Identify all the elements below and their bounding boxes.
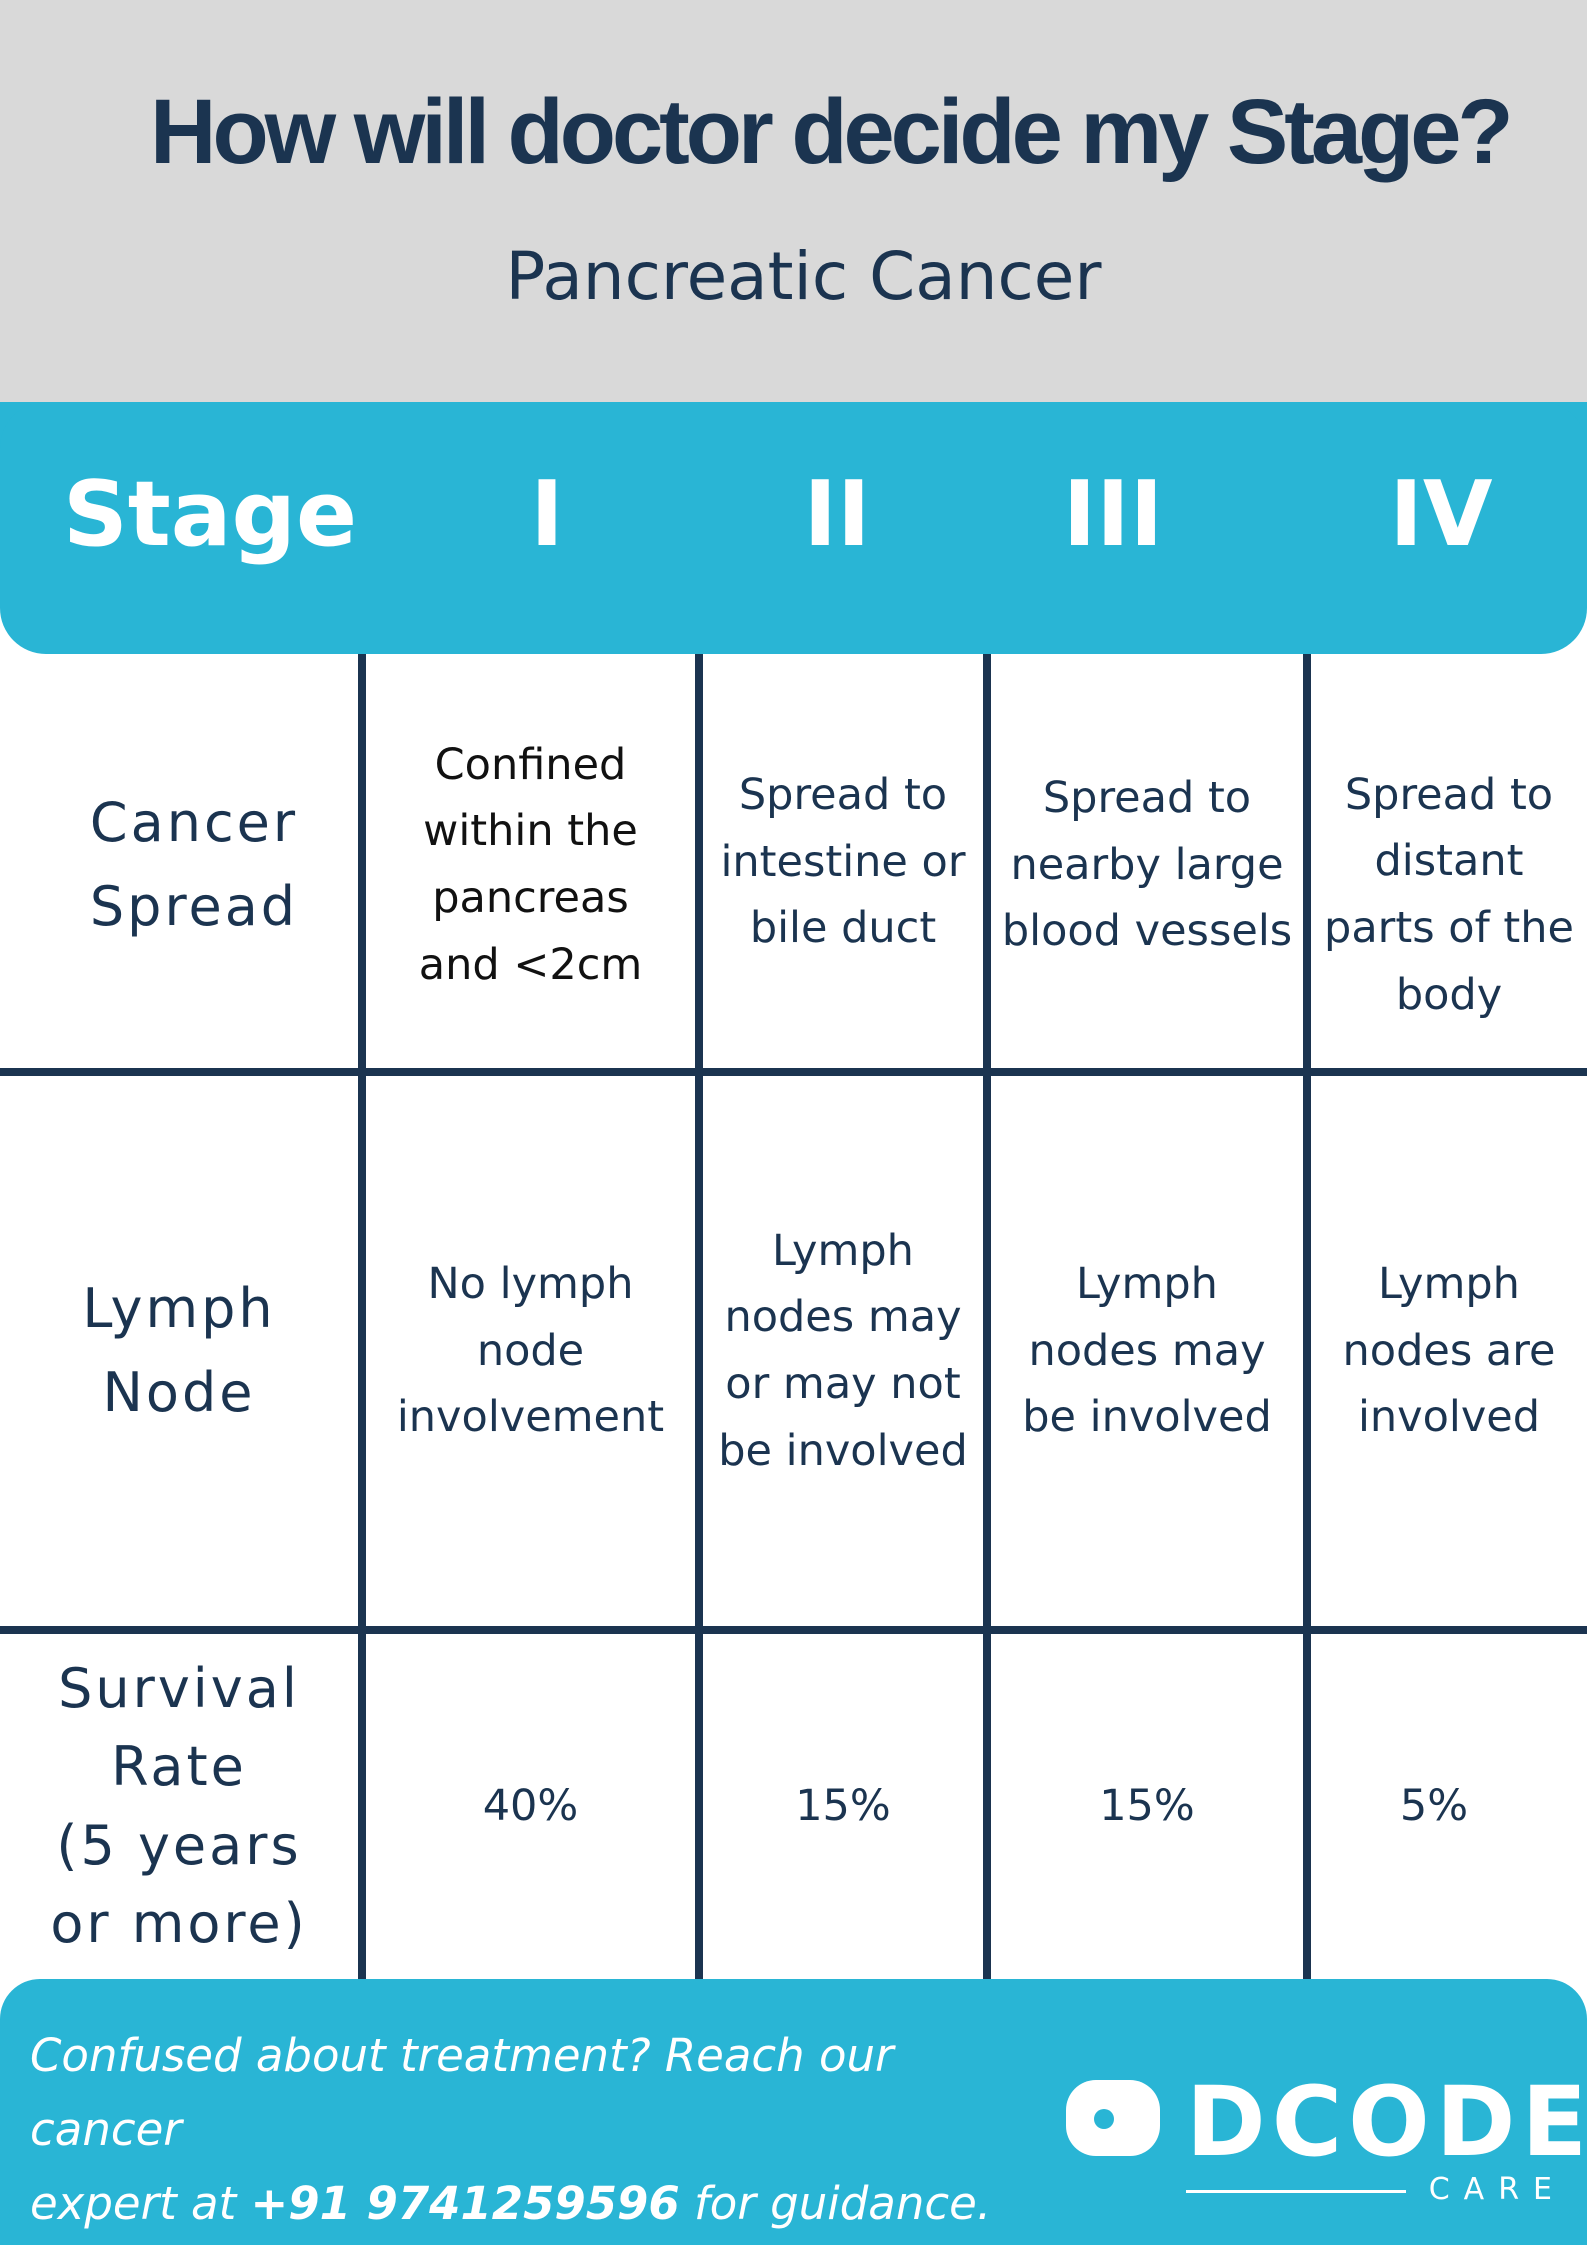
grid-vline: [358, 654, 366, 1979]
grid-hline: [0, 1068, 1587, 1076]
cell-lymph-stage-i: No lymph node involvement: [366, 1076, 695, 1626]
stage-header-bar: Stage I II III IV: [0, 402, 1587, 654]
row-header-line: Survival: [58, 1656, 300, 1720]
cell-line: be involved: [1022, 1392, 1272, 1443]
dcode-care-logo: DCODE CARE: [1066, 2072, 1587, 2212]
cell-survival-stage-ii: 15%: [703, 1634, 983, 1979]
stage-ii-label: II: [803, 462, 871, 567]
cell-line: pancreas: [432, 873, 629, 923]
footer-message: Confused about treatment? Reach our canc…: [30, 2019, 1050, 2241]
stage-i-label: I: [530, 462, 564, 567]
row-header-line: or more): [50, 1891, 308, 1955]
row-header-line: Rate: [111, 1735, 247, 1799]
cell-line: intestine or: [720, 836, 966, 887]
footer-line-2: expert at +91 9741259596 for guidance.: [30, 2167, 1050, 2241]
grid-vline: [1303, 654, 1311, 1979]
cell-line: Lymph: [1076, 1259, 1218, 1310]
cell-line: No lymph: [427, 1259, 634, 1310]
cell-line: Spread to: [738, 770, 948, 821]
cell-line: bile duct: [749, 903, 937, 954]
grid-vline: [983, 654, 991, 1979]
cell-line: distant: [1374, 836, 1524, 887]
row-header-line: Node: [102, 1361, 256, 1424]
row-header-line: Cancer: [89, 791, 299, 855]
cell-line: parts of the: [1324, 903, 1574, 953]
survival-value: 15%: [795, 1781, 891, 1832]
cell-lymph-stage-iii: Lymph nodes may be involved: [991, 1076, 1303, 1626]
row-header-line: (5 years: [56, 1813, 302, 1877]
cell-survival-stage-i: 40%: [366, 1634, 695, 1979]
cell-line: be involved: [718, 1425, 968, 1476]
row-header-survival-rate: Survival Rate (5 years or more): [0, 1634, 358, 1979]
cell-line: node: [476, 1325, 585, 1376]
row-header-lymph-node: Lymph Node: [0, 1076, 358, 1626]
header-band: How will doctor decide my Stage? Pancrea…: [0, 0, 1587, 402]
cell-line: blood vessels: [1001, 906, 1293, 957]
cell-line: Confined: [434, 739, 627, 790]
cell-spread-stage-i: Confined within the pancreas and <2cm: [366, 662, 695, 1068]
cell-line: involved: [1357, 1392, 1541, 1443]
cell-line: nodes may: [1028, 1325, 1266, 1376]
logo-subtext: CARE: [1428, 2172, 1566, 2207]
cell-spread-stage-iii: Spread to nearby large blood vessels: [991, 662, 1303, 1068]
survival-value: 15%: [1099, 1781, 1195, 1832]
grid-hline: [0, 1626, 1587, 1634]
logo-badge-icon: [1066, 2080, 1160, 2156]
cell-line: within the: [423, 806, 638, 857]
cell-spread-stage-ii: Spread to intestine or bile duct: [703, 662, 983, 1068]
cell-lymph-stage-iv: Lymph nodes are involved: [1311, 1076, 1587, 1626]
logo-wordmark: DCODE: [1186, 2066, 1587, 2178]
footer-band: Confused about treatment? Reach our canc…: [0, 1979, 1587, 2245]
page-title: How will doctor decide my Stage?: [150, 81, 1514, 183]
stage-label: Stage: [62, 462, 358, 567]
cell-line: involvement: [396, 1392, 665, 1443]
cell-line: Lymph: [772, 1225, 914, 1276]
cell-line: nearby large: [1010, 839, 1284, 890]
survival-value: 40%: [482, 1781, 579, 1832]
cell-line: Spread to: [1042, 773, 1252, 824]
logo-underline: [1186, 2190, 1406, 2193]
footer-line-2-post: for guidance.: [679, 2177, 992, 2230]
row-header-line: Lymph: [82, 1277, 276, 1341]
cell-line: Spread to: [1344, 769, 1554, 820]
cell-lymph-stage-ii: Lymph nodes may or may not be involved: [703, 1076, 983, 1626]
cell-line: or may not: [725, 1359, 961, 1409]
cell-line: Lymph: [1378, 1259, 1520, 1310]
footer-line-2-pre: expert at: [30, 2177, 251, 2230]
stage-iii-label: III: [1062, 462, 1164, 567]
grid-vline: [695, 654, 703, 1979]
cell-spread-stage-iv: Spread to distant parts of the body: [1311, 662, 1587, 1068]
footer-line-1: Confused about treatment? Reach our canc…: [30, 2029, 894, 2156]
cell-line: nodes may: [724, 1292, 962, 1343]
cell-line: body: [1395, 969, 1503, 1020]
stage-iv-label: IV: [1389, 462, 1493, 567]
cell-line: and <2cm: [418, 939, 643, 990]
cell-line: nodes are: [1342, 1325, 1556, 1376]
page-subtitle: Pancreatic Cancer: [505, 238, 1102, 315]
footer-phone[interactable]: +91 9741259596: [250, 2177, 680, 2230]
row-header-cancer-spread: Cancer Spread: [0, 662, 358, 1068]
cell-survival-stage-iv: 5%: [1311, 1634, 1587, 1979]
row-header-line: Spread: [89, 875, 299, 938]
cell-survival-stage-iii: 15%: [991, 1634, 1303, 1979]
survival-value: 5%: [1399, 1781, 1469, 1832]
